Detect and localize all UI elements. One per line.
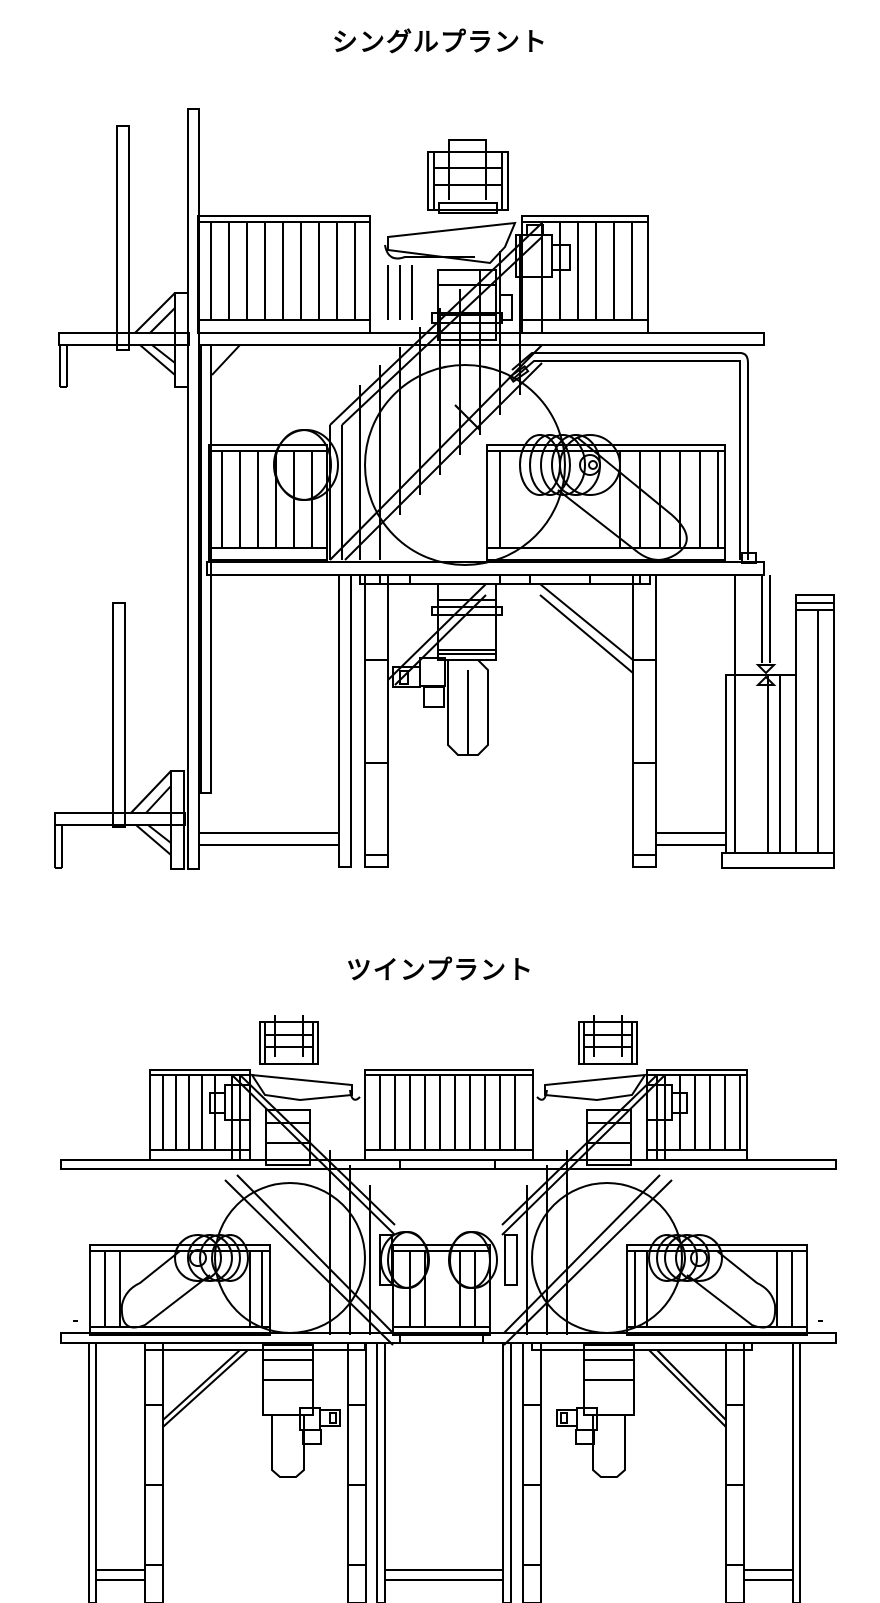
twin-plant-drawing bbox=[60, 1015, 837, 1603]
diagonal-stair bbox=[329, 220, 543, 561]
twin-upper-deck bbox=[60, 1069, 837, 1170]
top-motor-hopper bbox=[384, 139, 571, 341]
single-plant-title: シングルプラント bbox=[331, 28, 548, 58]
belt-drive bbox=[519, 434, 688, 561]
twin-left-unit bbox=[89, 1015, 396, 1478]
twin-lower-deck bbox=[60, 1320, 837, 1603]
middle-rails bbox=[208, 444, 726, 561]
lower-gearbox bbox=[392, 583, 503, 756]
upper-deck bbox=[197, 215, 765, 376]
lower-deck bbox=[198, 561, 765, 868]
left-support-structure bbox=[54, 108, 212, 870]
twin-plant-title: ツインプラント bbox=[345, 956, 535, 986]
mixer-drum bbox=[273, 352, 749, 566]
twin-center-section bbox=[380, 1231, 498, 1336]
twin-right-unit bbox=[501, 1015, 808, 1478]
single-plant-drawing bbox=[54, 108, 835, 870]
right-storage-tank bbox=[721, 552, 835, 869]
